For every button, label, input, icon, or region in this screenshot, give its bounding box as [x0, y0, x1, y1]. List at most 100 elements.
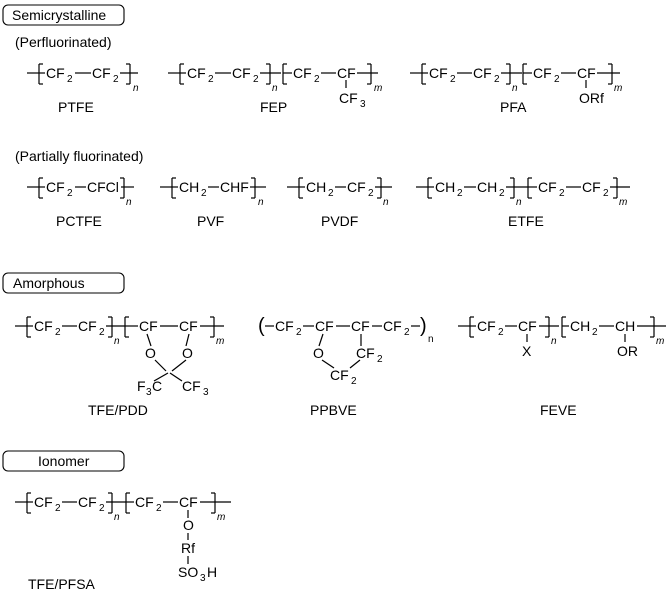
feve-cf2: CF — [477, 318, 496, 334]
etfe-sub-b: 2 — [499, 188, 505, 199]
tfepfsa-sub-b: 2 — [99, 503, 105, 514]
etfe-label: ETFE — [508, 213, 544, 229]
tfepfsa-label: TFE/PFSA — [28, 576, 96, 591]
tfepfsa-sub-3: 3 — [200, 573, 206, 584]
pfa-sub-b: 2 — [494, 74, 500, 85]
tfepfsa-so: SO — [178, 564, 198, 580]
etfe-sub-c: 2 — [559, 188, 565, 199]
tfepdd-cf3-sub: 3 — [203, 387, 209, 398]
fep-label: FEP — [260, 99, 287, 115]
fep-sub-a: 2 — [208, 74, 214, 85]
etfe-n: n — [516, 197, 522, 208]
feve-ch2: CH — [570, 318, 590, 334]
ppbve-cf2-a: CF — [275, 318, 294, 334]
perfluorinated-subheader: (Perfluorinated) — [15, 34, 112, 50]
ppbve-sub-c: 2 — [377, 354, 383, 365]
tfepdd-f3c-sub: 3 — [146, 387, 152, 398]
tfepdd-cf3: CF — [182, 378, 201, 394]
ionomer-header: Ionomer — [38, 453, 90, 469]
pfa-cf2-a: CF — [429, 65, 448, 81]
ppbve-paren-right: ) — [420, 315, 427, 337]
fep-sub-3: 3 — [360, 99, 366, 110]
tfepfsa-cf2-c: CF — [135, 494, 154, 510]
ppbve-paren-left: ( — [258, 315, 265, 337]
pfa-m: m — [614, 83, 622, 94]
tfepfsa-sub-a: 2 — [55, 503, 61, 514]
pvdf-sub-b: 2 — [368, 188, 374, 199]
ppbve-cf2-b: CF — [383, 318, 402, 334]
feve-label: FEVE — [540, 402, 577, 418]
pctfe-n: n — [126, 197, 132, 208]
pvf-sub: 2 — [201, 188, 207, 199]
etfe-cf2-b: CF — [582, 179, 601, 195]
tfepdd-cf2-b: CF — [78, 318, 97, 334]
tfepfsa-rf: Rf — [181, 540, 195, 556]
tfepfsa-o: O — [183, 517, 194, 533]
pfa-cf2-b: CF — [473, 65, 492, 81]
tfepdd-sub-a: 2 — [55, 327, 61, 338]
amorphous-header-box — [2, 272, 125, 294]
ptfe-sub-b: 2 — [113, 74, 119, 85]
pfa-orf: ORf — [579, 90, 604, 106]
pfa-label: PFA — [500, 99, 527, 115]
pctfe-cfcl: CFCl — [87, 179, 119, 195]
feve-x: X — [522, 343, 532, 359]
ionomer-header-box — [2, 450, 125, 472]
feve-sub-a: 2 — [498, 327, 504, 338]
ppbve-o: O — [313, 345, 324, 361]
tfepfsa-cf2-a: CF — [34, 494, 53, 510]
semicrystalline-header-box — [2, 4, 125, 26]
pfa-sub-c: 2 — [554, 74, 560, 85]
etfe-m: m — [619, 197, 627, 208]
etfe-sub-d: 2 — [603, 188, 609, 199]
pfa-sub-a: 2 — [450, 74, 456, 85]
tfepfsa-n: n — [114, 512, 120, 523]
amorphous-header: Amorphous — [13, 275, 85, 291]
ppbve-sub-b: 2 — [404, 327, 410, 338]
fep-cf2-c: CF — [293, 65, 312, 81]
feve-n: n — [551, 336, 557, 347]
ppbve-n: n — [428, 334, 434, 345]
ptfe-label: PTFE — [58, 99, 94, 115]
pfa-cf2-c: CF — [533, 65, 552, 81]
fep-cf: CF — [337, 65, 356, 81]
tfepdd-sub-b: 2 — [99, 327, 105, 338]
fep-cf3: CF — [339, 90, 358, 106]
ppbve-label: PPBVE — [310, 402, 357, 418]
semicrystalline-header: Semicrystalline — [12, 7, 106, 23]
feve-cf: CF — [518, 318, 537, 334]
pvf-label: PVF — [197, 213, 224, 229]
ptfe-sub-a: 2 — [67, 74, 73, 85]
tfepdd-o-b: O — [182, 345, 193, 361]
tfepfsa-h: H — [207, 564, 217, 580]
tfepdd-n: n — [114, 336, 120, 347]
pvdf-sub-a: 2 — [328, 188, 334, 199]
pvdf-cf2: CF — [347, 179, 366, 195]
tfepdd-cf-a: CF — [139, 318, 158, 334]
ppbve-cf-a: CF — [315, 318, 334, 334]
pvf-n: n — [258, 197, 264, 208]
ptfe-n: n — [133, 83, 139, 94]
ppbve-sub-d: 2 — [351, 376, 357, 387]
pvf-ch2: CH — [179, 179, 199, 195]
etfe-ch2-a: CH — [435, 179, 455, 195]
fep-sub-c: 2 — [314, 74, 320, 85]
feve-or: OR — [617, 343, 638, 359]
tfepfsa-cf: CF — [179, 494, 198, 510]
ptfe-cf2-a: CF — [46, 65, 65, 81]
fep-cf2-a: CF — [187, 65, 206, 81]
pvdf-n: n — [383, 197, 389, 208]
etfe-cf2-a: CF — [538, 179, 557, 195]
tfepdd-f3c-c: C — [152, 378, 162, 394]
